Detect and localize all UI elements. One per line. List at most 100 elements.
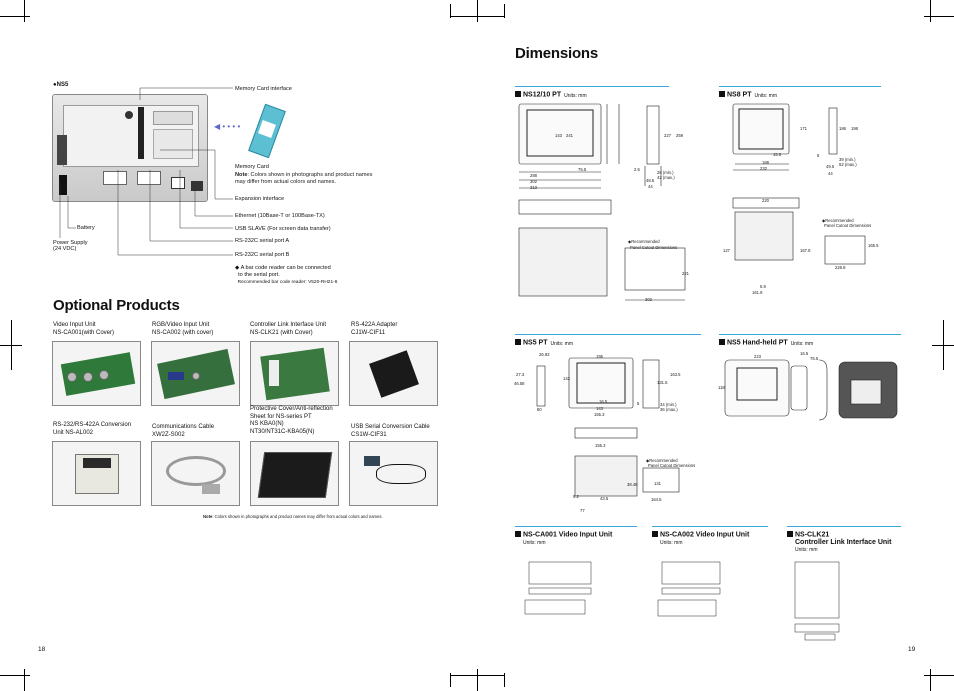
square-bullet-icon: [787, 531, 793, 537]
dim-ns12-75-5: 75.5: [578, 167, 587, 172]
memory-card-label: Memory Card: [235, 164, 269, 170]
dim-ns8-52max: 52 (max.): [839, 162, 857, 167]
ethernet-label: Ethernet (10Base-T or 100Base-TX): [235, 213, 325, 219]
expansion-interface-label: Expansion interface: [235, 196, 285, 202]
dim-ns8-44: 44: [828, 171, 833, 176]
square-bullet-icon: [719, 339, 725, 345]
power-supply-label: Power Supply: [53, 240, 88, 246]
diamond-icon: ◆: [646, 458, 650, 463]
usb-slave-label: USB SLAVE (For screen data transfer): [235, 226, 331, 232]
dim-ns12-288: 288: [530, 173, 537, 178]
dim-ns5-77: 77: [580, 508, 585, 513]
dim-ns8-49-5: 49.5: [826, 164, 835, 169]
page-number-right: 19: [908, 646, 916, 653]
dim-ns5-164-5: 164.5: [651, 497, 662, 502]
bar-code-note: ◆ A bar code reader can be connected to …: [235, 265, 338, 285]
ns5-recommended: ◆Recommended: [646, 458, 678, 463]
dim-ns8-220: 220: [762, 198, 769, 203]
ns8-recommended: ◆Recommended: [822, 218, 854, 223]
power-supply-sub: (24 VDC): [53, 246, 77, 252]
ns8-drawings: [732, 103, 866, 265]
dim-ns12-44: 44: [648, 184, 653, 189]
square-bullet-icon: [719, 91, 725, 97]
ns5-panel-cutout: Panel Cutout Dimensions: [648, 463, 696, 468]
bullet-icon: ●: [53, 82, 57, 88]
dim-ns8-165-5: 165.5: [868, 243, 879, 248]
dim-ns5-38-48: 38.48: [627, 482, 638, 487]
dim-ns12-302: 302: [530, 179, 537, 184]
dim-ns5-9-2: 9.2: [573, 494, 579, 499]
dim-ns5hh-118: 118: [718, 385, 725, 390]
dim-ns8-6: 6: [817, 153, 820, 158]
ns5-rear-photo: [52, 94, 208, 202]
dim-ns5-155-3: 155.3: [594, 412, 605, 417]
page-number-left: 18: [38, 646, 46, 653]
ns12-panel-cutout: Panel Cutout Dimensions: [630, 245, 678, 250]
photo-ns-clk21: [250, 341, 339, 406]
dim-ns8-188: 188: [762, 160, 769, 165]
dim-ns5-43-5: 43.5: [600, 496, 609, 501]
dim-ns12-42max: 42 (max.): [657, 175, 675, 180]
ca001-drawing: [524, 561, 592, 615]
square-bullet-icon: [515, 339, 521, 345]
memory-card-note: Note: Colors shown in photographs and pr…: [235, 172, 373, 185]
rs232c-b-label: RS-232C serial port B: [235, 252, 290, 258]
square-bullet-icon: [515, 531, 521, 537]
diamond-icon: ◆: [235, 265, 240, 271]
photo-ns-ca002: [151, 341, 240, 406]
dim-ns5-163-5: 163.5: [670, 372, 681, 377]
dim-ns12-2-5: 2.5: [634, 167, 640, 172]
photo-cj1w-cif11: [349, 341, 438, 406]
photo-protective-cover: [250, 441, 339, 506]
dim-ns12-48-5: 48.5: [646, 178, 655, 183]
dim-ns5-142: 142: [563, 376, 570, 381]
dimensions-title: Dimensions: [515, 45, 599, 62]
dim-ns5-36max: 36 (max.): [660, 407, 678, 412]
dim-ns12-259: 259: [676, 133, 683, 138]
ns5-drawings: [536, 357, 680, 497]
dim-ns12-241: 241: [566, 133, 573, 138]
dim-ns12-313: 313: [530, 185, 537, 190]
dim-ns8-39min: 39 (min.): [839, 157, 856, 162]
dim-ns5-155-3-b: 155.3: [595, 443, 606, 448]
dim-ns8-171: 171: [800, 126, 807, 131]
ns8-panel-cutout: Panel Cutout Dimensions: [824, 223, 872, 228]
dim-ns5-131-5: 131.5: [657, 380, 668, 385]
dim-ns5-195: 195: [596, 354, 603, 359]
dim-ns12-227: 227: [664, 133, 671, 138]
ca002-drawing: [657, 561, 721, 617]
clk21-drawing: [794, 561, 840, 641]
dim-ns5hh-223: 223: [754, 354, 761, 359]
dim-ns8-232: 232: [760, 166, 767, 171]
dim-ns5hh-76-5: 76.5: [810, 356, 819, 361]
dim-ns5-143: 143: [596, 406, 603, 411]
ns5-handheld-drawings: [724, 359, 898, 421]
dim-ns5-46-58: 46.58: [514, 381, 525, 386]
dim-ns8-186: 186: [839, 126, 846, 131]
dim-ns8-15-5: 15.5: [773, 152, 782, 157]
ns12-drawings: [518, 103, 686, 301]
memory-card-interface-label: Memory Card interface: [235, 86, 292, 92]
ns12-recommended: ◆Recommended: [628, 239, 660, 244]
dim-ns5-34min: 34 (min.): [660, 402, 677, 407]
square-bullet-icon: [515, 91, 521, 97]
dim-ns8-5-9: 5.9: [760, 284, 766, 289]
dim-ns5hh-16-5: 16.5: [800, 351, 809, 356]
footer-note: Note: Colors shown in photographs and pr…: [203, 514, 383, 519]
dim-ns5-5: 5: [637, 401, 640, 406]
memory-card-photo: [244, 100, 286, 158]
photo-xw2z-s002: [151, 441, 240, 506]
arrow-left-icon: ◀ • • • •: [214, 122, 241, 131]
